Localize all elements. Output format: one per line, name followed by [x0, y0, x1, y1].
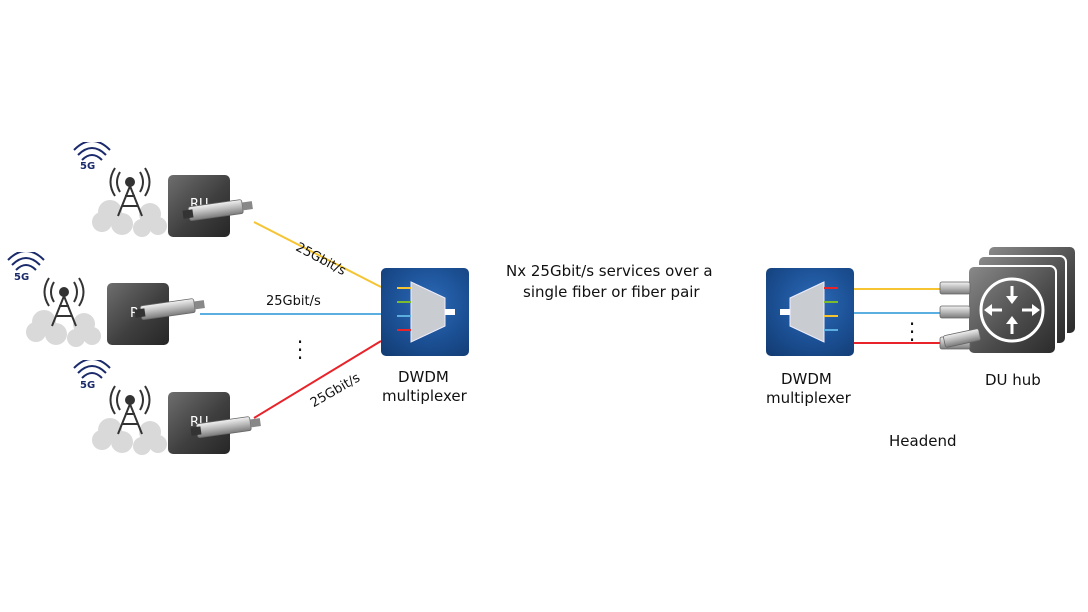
sfp-transceiver-icon — [134, 298, 205, 321]
sfp-transceiver-icon — [939, 281, 981, 350]
du-hub — [939, 245, 1077, 355]
wifi-signal-icon — [73, 360, 111, 379]
trunk-label-line2: single fiber or fiber pair — [523, 283, 700, 301]
cell-site-bottom — [73, 360, 167, 455]
du-hub-label: DU hub — [985, 371, 1041, 389]
fiber-link-bottom — [253, 340, 382, 419]
5g-badge: 5G — [80, 380, 96, 391]
dwdm-mux-right — [766, 268, 854, 356]
mux-right-label-line2: multiplexer — [766, 389, 851, 407]
antenna-tower-icon — [109, 167, 151, 217]
headend-label: Headend — [889, 432, 957, 450]
wifi-signal-icon — [73, 142, 111, 161]
dwdm-mux-left — [381, 268, 469, 356]
mux-left-label-line1: DWDM — [398, 368, 449, 386]
trunk-label-line1: Nx 25Gbit/s services over a — [506, 262, 713, 280]
trees-icon — [92, 418, 167, 455]
more-du-links-ellipsis: ··· — [908, 312, 916, 352]
mux-right-label-line1: DWDM — [781, 370, 832, 388]
demux-symbol-icon — [780, 281, 838, 343]
5g-badge: 5G — [14, 272, 30, 283]
mux-symbol-icon — [397, 281, 455, 343]
antenna-tower-icon — [109, 385, 151, 435]
router-icon — [979, 277, 1045, 343]
cell-site-top — [73, 142, 167, 237]
5g-badge: 5G — [80, 161, 96, 172]
wifi-signal-icon — [7, 252, 45, 271]
sfp-transceiver-icon — [190, 416, 261, 439]
trees-icon — [26, 310, 101, 347]
mux-left-label-line2: multiplexer — [382, 387, 467, 405]
sfp-transceiver-icon — [182, 199, 253, 222]
link-label-middle: 25Gbit/s — [266, 294, 321, 309]
trees-icon — [92, 200, 167, 237]
antenna-tower-icon — [43, 277, 85, 327]
fiber-link-top — [253, 221, 382, 288]
cell-site-middle — [7, 252, 101, 347]
more-links-ellipsis: ··· — [296, 330, 304, 370]
